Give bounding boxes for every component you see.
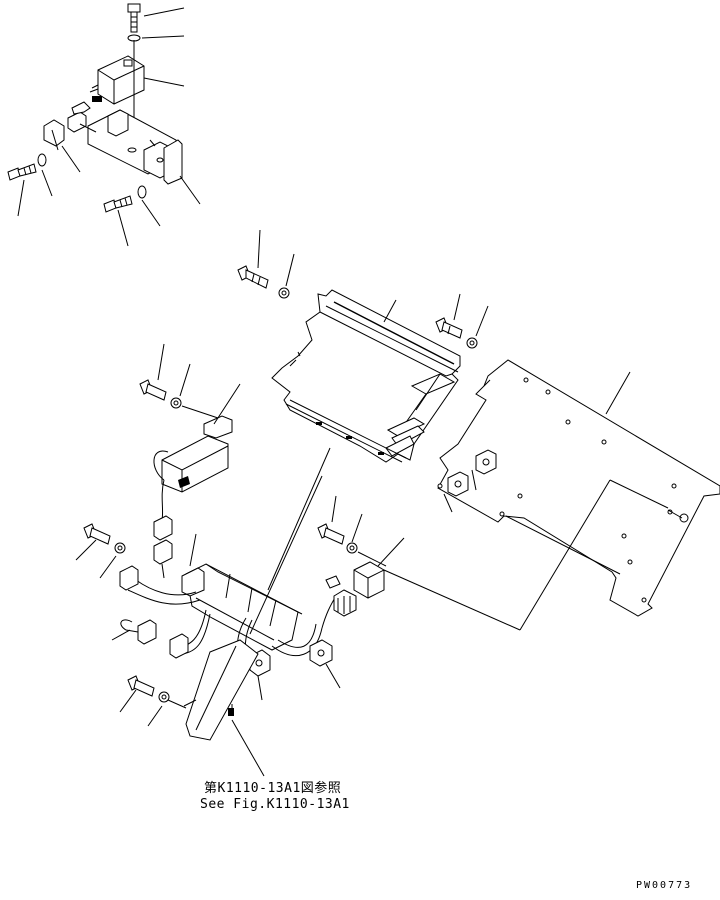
washer-icon [679, 513, 689, 523]
reference-note-english: See Fig.K1110-13A1 [200, 797, 350, 812]
connector-icon [119, 565, 139, 591]
wiring-harness [119, 515, 385, 741]
relay-bracket-assembly [7, 3, 201, 247]
leader-line [257, 229, 261, 269]
drawing-code: PW00773 [636, 880, 693, 891]
relay-box [89, 40, 145, 150]
mounting-plate [437, 359, 720, 617]
leader-line [475, 305, 489, 337]
washer-hole [281, 290, 287, 296]
bolt-icon [139, 379, 167, 401]
bolt-icon [317, 523, 345, 545]
relay-icon [353, 561, 385, 599]
washer-hole [349, 545, 355, 551]
terminal-clip-icon [43, 101, 97, 151]
electronic-module [153, 415, 233, 521]
assembly-lines [183, 447, 669, 707]
mounting-bracket [87, 109, 183, 185]
bolt-icon [7, 163, 37, 181]
leader-line [285, 253, 295, 287]
washer-hole [117, 545, 123, 551]
washer-icon [137, 185, 147, 199]
leader-line [213, 383, 241, 425]
bolt-icon [103, 195, 133, 213]
leader-line [605, 371, 631, 415]
controller-unit [271, 289, 461, 463]
bolt-icon [435, 317, 463, 339]
leader-line [157, 343, 165, 381]
connector-icon [169, 633, 189, 659]
leader-line [179, 363, 191, 397]
washer-hole [161, 694, 167, 700]
washer-hole [173, 400, 179, 406]
bolt-icon [127, 3, 141, 33]
bolt-icon [83, 523, 111, 545]
leader-line [383, 299, 397, 323]
bolt-icon [237, 265, 269, 289]
washer-hole [469, 340, 475, 346]
leader-lines [17, 7, 201, 247]
bolt-icon [127, 675, 155, 697]
leader-line [667, 509, 683, 519]
leader-line [181, 405, 219, 419]
harness-clip-icon [309, 639, 333, 667]
leader-line [453, 293, 461, 321]
washer-icon [37, 153, 47, 167]
connector-icon [137, 619, 157, 645]
leader-lines [75, 495, 405, 777]
reference-note-japanese: 第K1110-13A1図参照 [204, 781, 342, 796]
